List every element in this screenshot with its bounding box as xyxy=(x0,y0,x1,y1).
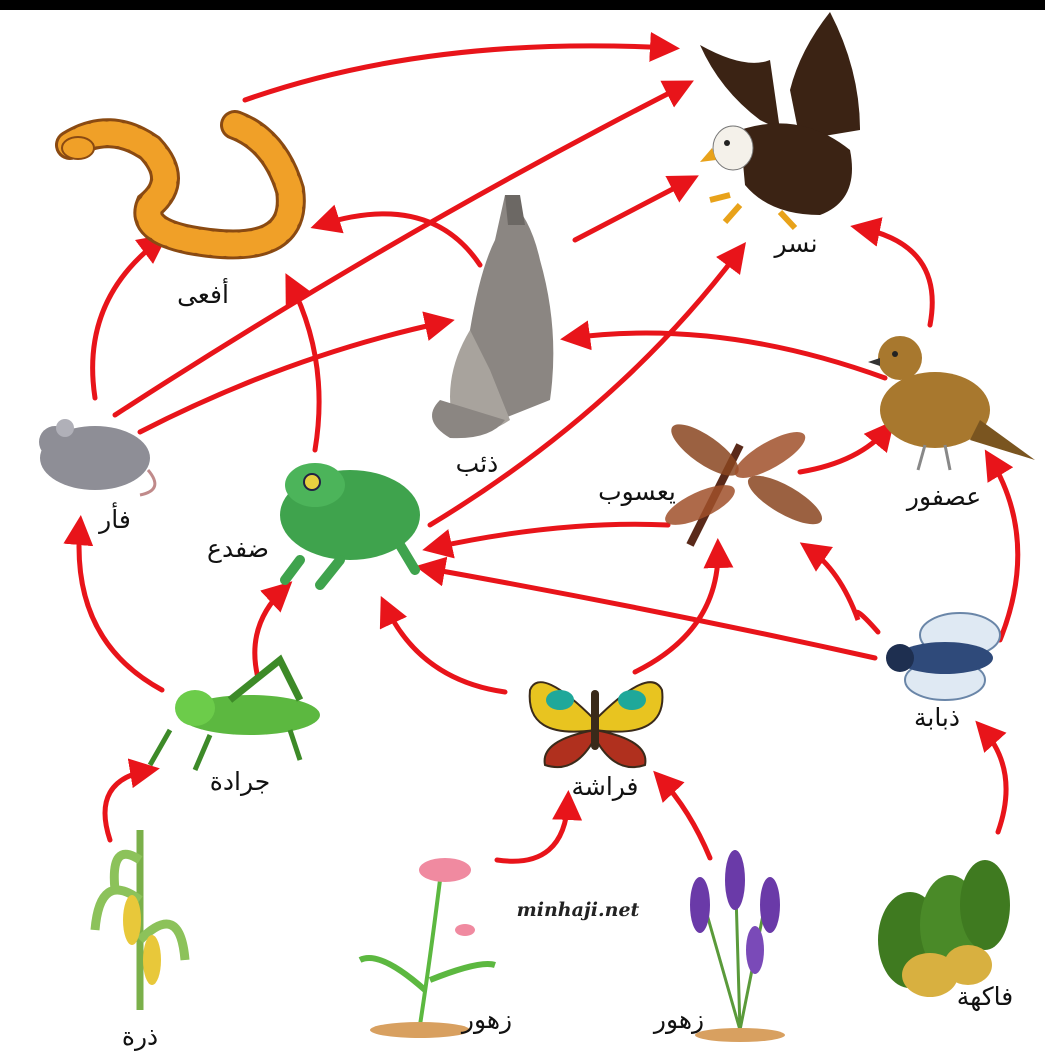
arrow-fly-to-frog xyxy=(425,568,875,658)
label-eagle: نسر xyxy=(772,229,817,258)
snake-illustration xyxy=(62,125,291,244)
arrow-corn-to-grasshopper xyxy=(105,770,150,840)
label-butterfly: فراشة xyxy=(571,772,638,801)
arrow-wolf-to-eagle xyxy=(575,180,690,240)
arrow-grasshopper-to-mouse xyxy=(79,525,162,690)
label-dragonfly: يعسوب xyxy=(598,477,676,506)
arrow-fruit-to-fly xyxy=(982,728,1006,832)
grasshopper-illustration xyxy=(150,660,320,770)
fruit-illustration xyxy=(878,860,1010,997)
arrow-fly-to-sparrow xyxy=(990,458,1018,640)
label-flower: زهور xyxy=(460,1005,512,1034)
arrow-flower-to-butterfly xyxy=(497,800,568,861)
arrow-mouse-to-wolf xyxy=(140,322,445,432)
arrow-fly-to-dragonfly xyxy=(808,548,878,632)
label-grasshopper: جرادة xyxy=(210,767,270,796)
corn-illustration xyxy=(95,830,185,1010)
arrow-snake-to-eagle xyxy=(245,46,670,100)
label-mouse: فأر xyxy=(97,501,131,534)
label-corn: ذرة xyxy=(122,1022,158,1051)
frog-illustration xyxy=(280,463,420,585)
arrow-dragonfly-to-frog xyxy=(432,524,668,548)
arrow-sparrow-to-wolf xyxy=(570,333,885,378)
watermark-text: minhaji.net xyxy=(517,899,640,921)
arrow-lavender-to-butterfly xyxy=(660,778,710,858)
label-fruit: فاكهة xyxy=(957,982,1013,1012)
dragonfly-illustration xyxy=(660,416,828,545)
organism-labels: نسر أفعى ذئب عصفور يعسوب فأر ضفدع ذبابة … xyxy=(97,229,1013,1051)
energy-flow-arrows xyxy=(79,46,1018,861)
label-lavender: زهور xyxy=(652,1005,704,1034)
arrow-butterfly-to-frog xyxy=(385,605,505,692)
arrow-sparrow-to-eagle xyxy=(860,228,932,325)
lavender-illustration xyxy=(690,850,785,1042)
fly-illustration xyxy=(886,613,1000,700)
mouse-illustration xyxy=(39,419,155,495)
label-wolf: ذئب xyxy=(456,449,499,478)
label-sparrow: عصفور xyxy=(905,482,981,511)
arrow-mouse-to-snake xyxy=(93,240,160,398)
eagle-illustration xyxy=(700,12,860,228)
label-fly: ذبابة xyxy=(914,703,960,732)
label-snake: أفعى xyxy=(177,277,229,309)
sparrow-illustration xyxy=(868,336,1035,470)
label-frog: ضفدع xyxy=(207,534,269,563)
arrow-dragonfly-to-sparrow xyxy=(800,428,888,472)
butterfly-illustration xyxy=(530,682,663,767)
